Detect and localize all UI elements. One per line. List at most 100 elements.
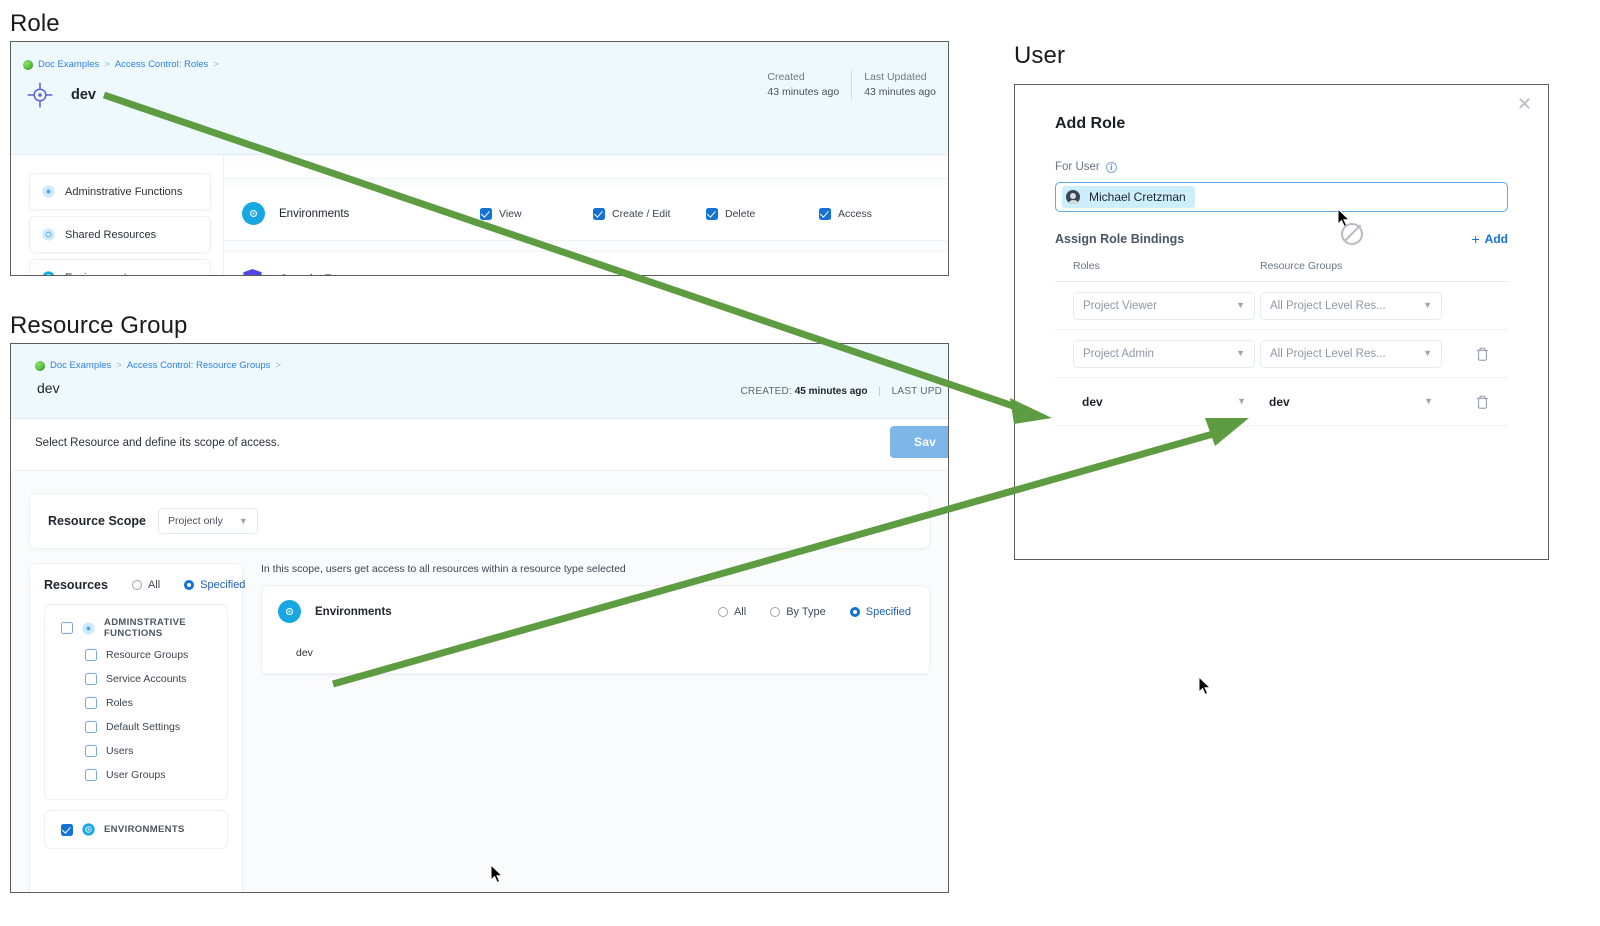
- resource-item-users[interactable]: Users: [55, 739, 217, 763]
- permission-label: Create / Edit: [612, 207, 671, 220]
- resource-item-user-groups[interactable]: User Groups: [55, 763, 217, 787]
- table-row: Project Viewer ▼ All Project Level Res..…: [1055, 282, 1508, 330]
- group-header[interactable]: ADMINSTRATIVE FUNCTIONS: [55, 617, 217, 639]
- env-radio-specified[interactable]: Specified: [849, 606, 911, 618]
- breadcrumb-sep-2: >: [213, 59, 219, 70]
- save-button[interactable]: Sav: [890, 426, 948, 458]
- role-select[interactable]: Project Admin ▼: [1073, 339, 1255, 368]
- user-chip[interactable]: Michael Cretzman: [1062, 186, 1195, 208]
- checkbox-unchecked-icon[interactable]: [85, 697, 97, 709]
- environments-icon: [42, 271, 55, 275]
- resource-scope-label: Resource Scope: [48, 514, 146, 528]
- checkbox-unchecked-icon[interactable]: [85, 721, 97, 733]
- add-role-dialog: ✕ Add Role For User i Michael Cretzman A…: [1014, 84, 1549, 560]
- checkbox-checked-icon[interactable]: [593, 207, 605, 220]
- resource-group-select[interactable]: All Project Level Res... ▼: [1260, 291, 1442, 320]
- role-cell: dev ▼: [1055, 388, 1260, 416]
- resource-scope-select[interactable]: Project only ▼: [157, 508, 258, 534]
- resources-card-header: Resources All Specified: [44, 578, 245, 592]
- checkbox-checked-icon[interactable]: [819, 207, 831, 220]
- security-shield-icon: [243, 268, 262, 275]
- radio-off-icon[interactable]: [131, 580, 142, 590]
- resource-item-service-accounts[interactable]: Service Accounts: [55, 667, 217, 691]
- role-select-value: Project Viewer: [1083, 299, 1157, 312]
- breadcrumb-project[interactable]: Doc Examples: [38, 59, 100, 70]
- permission-row-security-tests: Security Tests: [224, 251, 948, 275]
- radio-off-icon[interactable]: [717, 606, 728, 617]
- chevron-down-icon: ▼: [1424, 396, 1433, 406]
- radio-label: All: [733, 605, 747, 618]
- resources-radio-specified[interactable]: Specified: [184, 579, 245, 591]
- dialog-body: ✕ Add Role For User i Michael Cretzman A…: [1015, 85, 1548, 559]
- role-select[interactable]: Project Viewer ▼: [1073, 291, 1255, 320]
- close-icon[interactable]: ✕: [1516, 94, 1532, 114]
- group-header[interactable]: ENVIRONMENTS: [55, 823, 217, 836]
- environments-scope-item-dev[interactable]: dev: [262, 637, 929, 674]
- checkbox-unchecked-icon[interactable]: [85, 769, 97, 781]
- role-select[interactable]: dev ▼: [1073, 388, 1255, 416]
- role-select-value: Project Admin: [1083, 347, 1154, 360]
- resource-group-select[interactable]: All Project Level Res... ▼: [1260, 339, 1442, 368]
- assign-role-bindings-header: Assign Role Bindings + Add: [1055, 232, 1508, 246]
- role-meta-updated: Last Updated 43 minutes ago: [851, 70, 948, 101]
- delete-binding-icon[interactable]: [1476, 395, 1489, 409]
- checkbox-checked-icon[interactable]: [61, 823, 73, 836]
- permission-checkbox-group: View Create / Edit Delete Access: [480, 207, 934, 220]
- resource-group-select[interactable]: dev ▼: [1260, 388, 1442, 416]
- info-icon[interactable]: i: [1105, 161, 1117, 173]
- resource-item-roles[interactable]: Roles: [55, 691, 217, 715]
- checkbox-unchecked-icon[interactable]: [61, 622, 73, 634]
- sidebar-item-label: Environments: [65, 272, 132, 276]
- sidebar-item-adminstrative-functions[interactable]: Adminstrative Functions: [29, 173, 211, 210]
- caption-resource-group: Resource Group: [10, 312, 188, 339]
- resources-radio-all[interactable]: All: [131, 579, 160, 591]
- permission-label: View: [499, 207, 522, 220]
- role-panel: Doc Examples > Access Control: Roles > d…: [10, 41, 949, 276]
- permission-label: Delete: [725, 207, 756, 220]
- checkbox-unchecked-icon[interactable]: [85, 649, 97, 661]
- resource-item-resource-groups[interactable]: Resource Groups: [55, 643, 217, 667]
- breadcrumb-section[interactable]: Access Control: Roles: [114, 59, 209, 70]
- environments-scope-label: Environments: [315, 605, 392, 618]
- role-select-value: dev: [1082, 394, 1103, 409]
- sidebar-item-label: Shared Resources: [65, 228, 157, 241]
- role-updated-value: 43 minutes ago: [864, 86, 936, 99]
- radio-off-icon[interactable]: [770, 606, 781, 617]
- assign-role-bindings-title: Assign Role Bindings: [1055, 232, 1185, 246]
- breadcrumb-project[interactable]: Doc Examples: [50, 360, 112, 371]
- radio-on-icon[interactable]: [184, 580, 195, 590]
- resource-item-default-settings[interactable]: Default Settings: [55, 715, 217, 739]
- breadcrumb-sep-2: >: [275, 360, 281, 371]
- radio-on-icon[interactable]: [849, 606, 860, 617]
- permission-checkbox-view[interactable]: View: [480, 207, 593, 220]
- sidebar-item-environments[interactable]: Environments: [29, 259, 211, 276]
- role-created-label: Created: [767, 71, 805, 83]
- env-radio-by-type[interactable]: By Type: [770, 606, 826, 618]
- user-chip-label: Michael Cretzman: [1089, 190, 1186, 204]
- checkbox-unchecked-icon[interactable]: [85, 745, 97, 757]
- for-user-input[interactable]: Michael Cretzman: [1055, 182, 1508, 212]
- role-permissions-main: Environments View Create / Edit: [224, 155, 948, 275]
- resource-item-label: Service Accounts: [106, 673, 187, 685]
- resource-group-subtext: Select Resource and define its scope of …: [35, 437, 280, 449]
- breadcrumb[interactable]: Doc Examples > Access Control: Roles >: [23, 59, 219, 70]
- group-title: ENVIRONMENTS: [104, 824, 185, 835]
- role-bindings-table: Roles Resource Groups Project Viewer ▼: [1055, 260, 1508, 426]
- checkbox-checked-icon[interactable]: [480, 207, 492, 220]
- page-title: dev: [71, 87, 96, 103]
- checkbox-checked-icon[interactable]: [706, 207, 718, 220]
- environments-icon: [82, 823, 95, 836]
- resource-group-header: Doc Examples > Access Control: Resource …: [11, 344, 948, 419]
- permission-checkbox-access[interactable]: Access: [819, 207, 932, 220]
- env-radio-all[interactable]: All: [717, 605, 747, 618]
- delete-binding-icon[interactable]: [1476, 347, 1489, 361]
- breadcrumb[interactable]: Doc Examples > Access Control: Resource …: [35, 360, 281, 371]
- role-panel-body: Adminstrative Functions Shared Resources: [11, 155, 948, 275]
- sidebar-item-shared-resources[interactable]: Shared Resources: [29, 216, 211, 253]
- mouse-cursor-icon: [1198, 676, 1212, 696]
- add-binding-button[interactable]: + Add: [1471, 232, 1508, 246]
- permission-checkbox-create-edit[interactable]: Create / Edit: [593, 207, 706, 220]
- permission-checkbox-delete[interactable]: Delete: [706, 207, 819, 220]
- checkbox-unchecked-icon[interactable]: [85, 673, 97, 685]
- breadcrumb-section[interactable]: Access Control: Resource Groups: [126, 360, 271, 371]
